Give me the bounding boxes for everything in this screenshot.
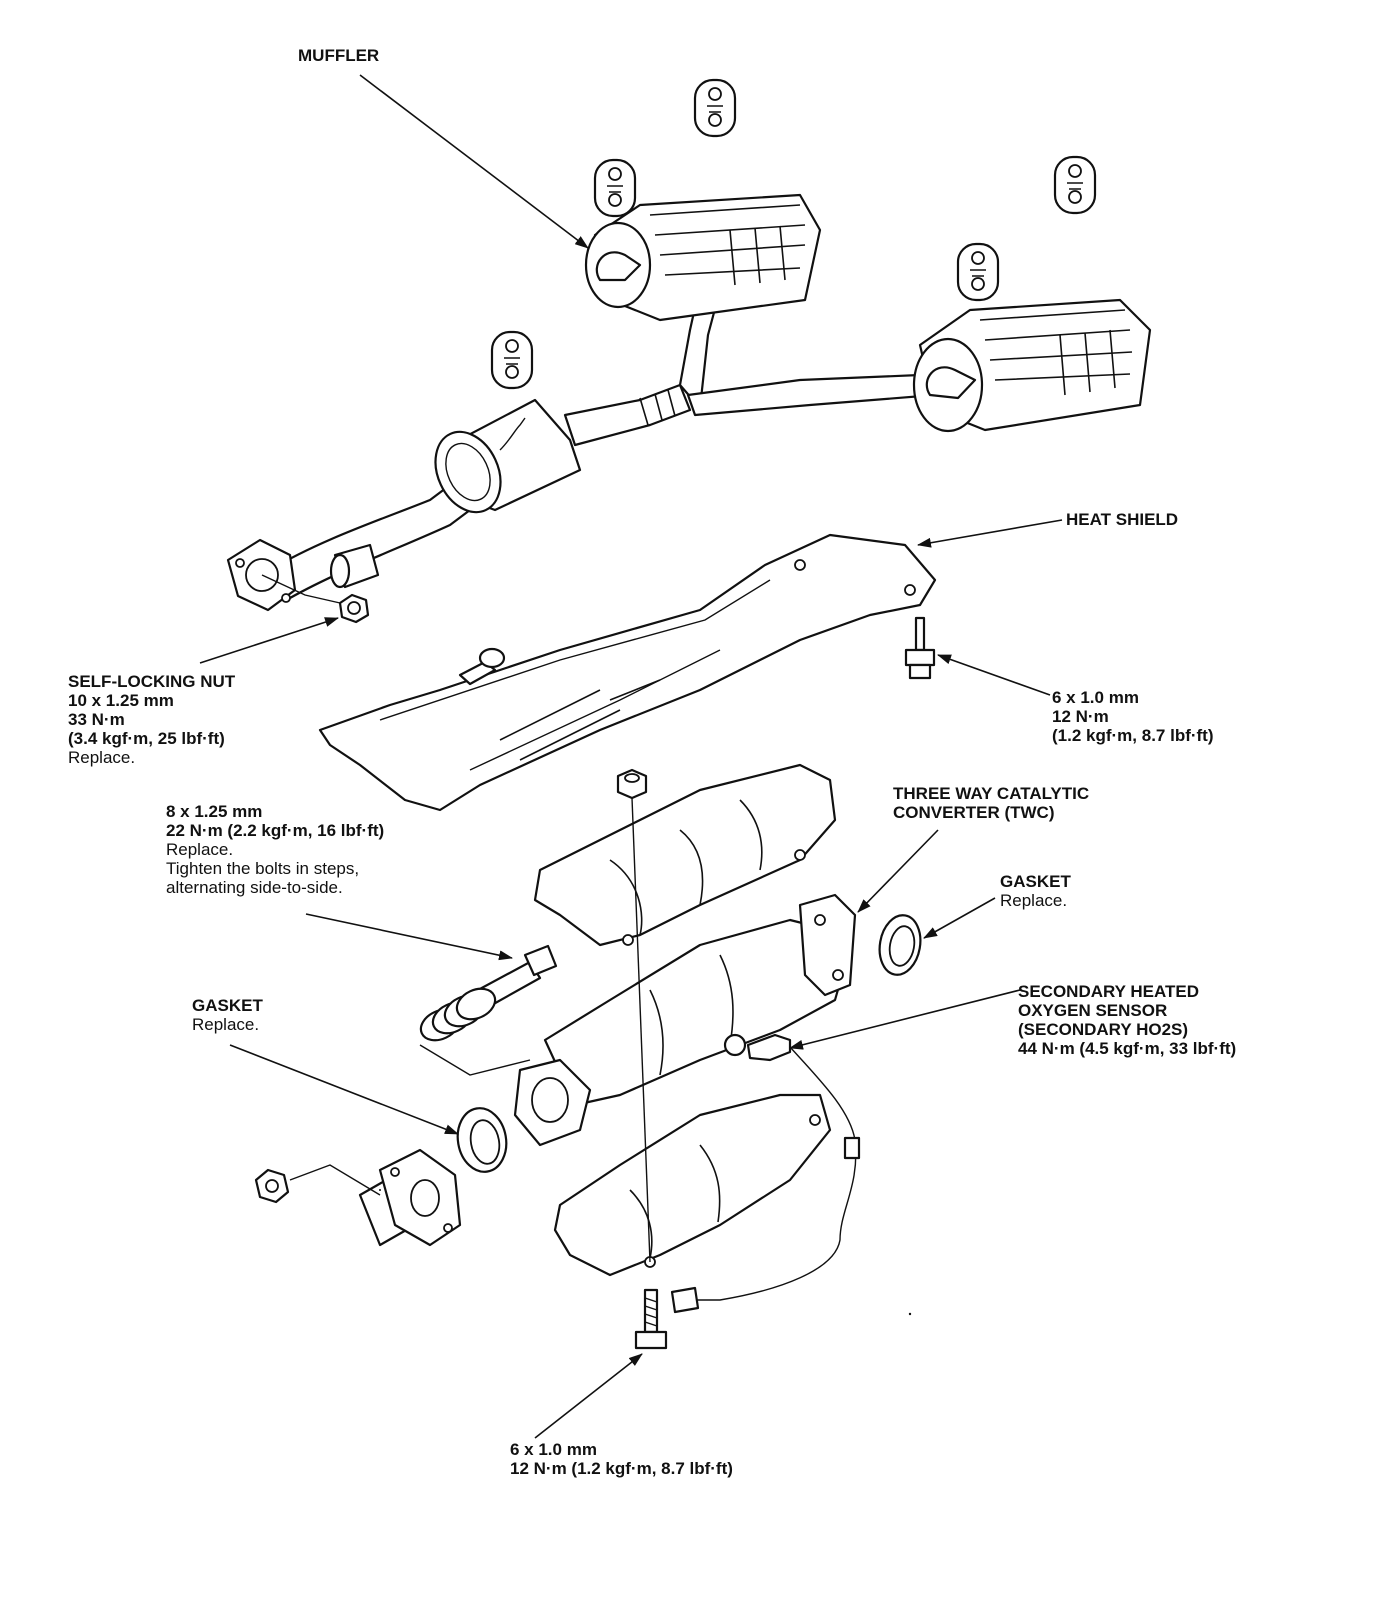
secondary-ho2s-title-1: SECONDARY HEATED (1018, 982, 1200, 1001)
self-locking-nut-torque: 33 N·m (68, 710, 125, 729)
bottom-bolt (634, 1288, 668, 1350)
twc-top-nut (616, 768, 648, 800)
label-gasket-right: GASKET Replace. (1000, 872, 1071, 910)
label-bottom-bolt: 6 x 1.0 mm 12 N·m (1.2 kgf·m, 8.7 lbf·ft… (510, 1440, 733, 1478)
label-self-locking-nut: SELF-LOCKING NUT 10 x 1.25 mm 33 N·m (3.… (68, 672, 235, 767)
twc-upper-cover (533, 763, 837, 947)
gasket-left (456, 1107, 508, 1173)
self-locking-nut-upper (261, 574, 370, 624)
label-gasket-left: GASKET Replace. (192, 996, 263, 1034)
hanger-top (693, 78, 737, 138)
twc-leader (857, 829, 939, 913)
secondary-ho2s (670, 1033, 861, 1314)
gasket-right-title: GASKET (1000, 872, 1071, 891)
label-heat-shield: HEAT SHIELD (1066, 510, 1178, 529)
heat-shield-bolt-torque-alt: (1.2 kgf·m, 8.7 lbf·ft) (1052, 726, 1214, 745)
self-locking-nut-torque-alt: (3.4 kgf·m, 25 lbf·ft) (68, 729, 225, 748)
heat-shield-bolt-right (904, 616, 936, 680)
secondary-ho2s-title-3: (SECONDARY HO2S) (1018, 1020, 1189, 1039)
muffler-left (584, 193, 822, 322)
heat-shield-bolt-torque: 12 N·m (1052, 707, 1109, 726)
alignment-line (631, 797, 651, 1263)
muffler-right (912, 298, 1152, 433)
heat-shield-bolt-left (458, 647, 506, 686)
muffler-title: MUFFLER (298, 46, 380, 65)
heat-shield-leader (917, 519, 1063, 548)
self-locking-nut-note: Replace. (68, 748, 136, 767)
label-heat-shield-bolt: 6 x 1.0 mm 12 N·m (1.2 kgf·m, 8.7 lbf·ft… (1052, 688, 1214, 745)
self-locking-nut-lower (254, 1164, 381, 1204)
twc-title-1: THREE WAY CATALYTIC (893, 784, 1090, 803)
label-twc: THREE WAY CATALYTIC CONVERTER (TWC) (893, 784, 1089, 822)
heat-shield (318, 533, 937, 812)
gasket-right-leader (923, 897, 996, 939)
heat-shield-bolt-leader (937, 654, 1051, 696)
gasket-right-note: Replace. (1000, 891, 1068, 910)
secondary-ho2s-leader (789, 989, 1021, 1050)
heat-shield-bolt-size: 6 x 1.0 mm (1052, 688, 1139, 707)
secondary-ho2s-title-2: OXYGEN SENSOR (1018, 1001, 1168, 1020)
twc-title-2: CONVERTER (TWC) (893, 803, 1055, 822)
exhaust-pipe-assembly (226, 283, 937, 612)
hanger-left-lower (490, 330, 534, 390)
front-pipe-lower (358, 1148, 462, 1247)
heat-shield-title: HEAT SHIELD (1066, 510, 1179, 529)
gasket-left-leader (229, 1044, 459, 1135)
twc-spring-bolt (419, 944, 558, 1076)
bottom-bolt-size: 6 x 1.0 mm (510, 1440, 597, 1459)
twc-spring (419, 987, 497, 1042)
hanger-left-upper (593, 158, 637, 218)
twc-bolt-note-alternating: alternating side-to-side. (166, 878, 343, 897)
twc-lower-cover (553, 1093, 832, 1277)
label-muffler: MUFFLER (298, 46, 379, 65)
gasket-right (878, 914, 922, 976)
muffler-leader (359, 74, 589, 249)
secondary-ho2s-torque: 44 N·m (4.5 kgf·m, 33 lbf·ft) (1018, 1039, 1237, 1058)
three-way-catalytic-converter (513, 893, 857, 1147)
self-locking-nut-title: SELF-LOCKING NUT (68, 672, 236, 691)
hanger-right-middle (956, 242, 1000, 302)
twc-bolt-note-replace: Replace. (166, 840, 234, 859)
label-secondary-ho2s: SECONDARY HEATED OXYGEN SENSOR (SECONDAR… (1018, 982, 1236, 1058)
hanger-right-upper (1053, 155, 1097, 215)
self-locking-nut-leader (199, 617, 339, 664)
bottom-bolt-leader (534, 1353, 643, 1439)
gasket-left-note: Replace. (192, 1015, 260, 1034)
twc-bolt-size: 8 x 1.25 mm (166, 802, 263, 821)
label-twc-bolt: 8 x 1.25 mm 22 N·m (2.2 kgf·m, 16 lbf·ft… (166, 802, 384, 897)
gasket-left-title: GASKET (192, 996, 263, 1015)
twc-bolt-leader (305, 913, 513, 961)
twc-bolt-torque: 22 N·m (2.2 kgf·m, 16 lbf·ft) (166, 821, 385, 840)
self-locking-nut-size: 10 x 1.25 mm (68, 691, 174, 710)
bottom-bolt-torque: 12 N·m (1.2 kgf·m, 8.7 lbf·ft) (510, 1459, 733, 1478)
twc-bolt-note-steps: Tighten the bolts in steps, (166, 859, 360, 878)
